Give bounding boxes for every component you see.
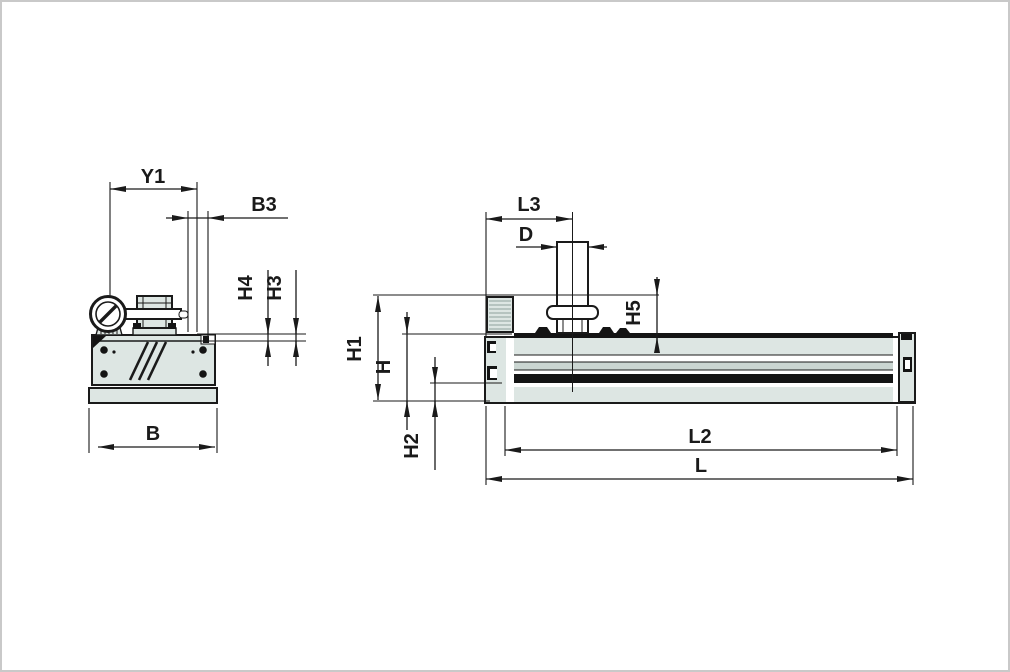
pin-dot bbox=[112, 350, 116, 354]
cap-gap-right bbox=[893, 338, 899, 402]
shaft-tip bbox=[178, 310, 189, 319]
dim-label-H1: H1 bbox=[344, 336, 366, 362]
dim-label-Y1: Y1 bbox=[141, 166, 165, 188]
cap-gap-left bbox=[506, 338, 514, 402]
dim-label-H2: H2 bbox=[401, 433, 423, 459]
side-view bbox=[484, 212, 916, 404]
screw-icon bbox=[199, 370, 207, 378]
dimension-labels: Y1 B3 H4 H3 B L3 D H5 H1 H H2 L2 L bbox=[141, 166, 712, 477]
dim-label-H4: H4 bbox=[235, 274, 257, 300]
rail-mid-band bbox=[514, 362, 893, 370]
block-base-plate bbox=[132, 327, 177, 336]
pin-dot bbox=[191, 350, 195, 354]
block-foot bbox=[133, 323, 141, 329]
dim-label-B3: B3 bbox=[251, 194, 277, 216]
knob-needle bbox=[98, 304, 118, 324]
dimension-lines bbox=[98, 186, 913, 482]
clamp-jaw bbox=[535, 327, 551, 333]
dim-label-L3: L3 bbox=[517, 194, 540, 216]
screw-icon bbox=[199, 346, 207, 354]
left-cap-notch-inset bbox=[490, 369, 497, 378]
screw-icon bbox=[100, 370, 108, 378]
dim-label-L2: L2 bbox=[688, 426, 711, 448]
knob-inner-ring bbox=[95, 301, 121, 327]
dim-label-L: L bbox=[695, 455, 707, 477]
notch-block bbox=[203, 336, 209, 343]
clamp-jaw bbox=[616, 328, 630, 333]
rail-base-groove bbox=[514, 383, 893, 387]
dim-label-B: B bbox=[146, 423, 160, 445]
block-foot bbox=[168, 323, 176, 329]
screw-icon bbox=[100, 346, 108, 354]
carriage-top-stripe bbox=[514, 333, 893, 338]
dim-label-H5: H5 bbox=[623, 300, 645, 326]
drive-shaft bbox=[123, 308, 182, 320]
rail-black-stripe bbox=[514, 374, 893, 383]
end-view-body bbox=[91, 334, 216, 386]
rail-groove-lower bbox=[514, 370, 893, 374]
dim-label-D: D bbox=[519, 224, 533, 246]
end-view-base-plate bbox=[88, 387, 218, 404]
right-cap-notch bbox=[901, 334, 912, 340]
dim-label-H3: H3 bbox=[264, 275, 286, 301]
clamp-jaw bbox=[599, 327, 614, 333]
right-cap-notch-inset bbox=[905, 360, 910, 369]
surface-hatch-marks bbox=[128, 341, 168, 381]
left-cap-notch-inset bbox=[490, 344, 496, 351]
clamp-block-hatch bbox=[489, 300, 511, 330]
rail-groove-upper bbox=[514, 355, 893, 362]
dim-label-H: H bbox=[373, 360, 395, 374]
extension-lines bbox=[88, 182, 914, 485]
clamp-block bbox=[486, 296, 514, 333]
corner-wedge-left bbox=[93, 336, 106, 348]
